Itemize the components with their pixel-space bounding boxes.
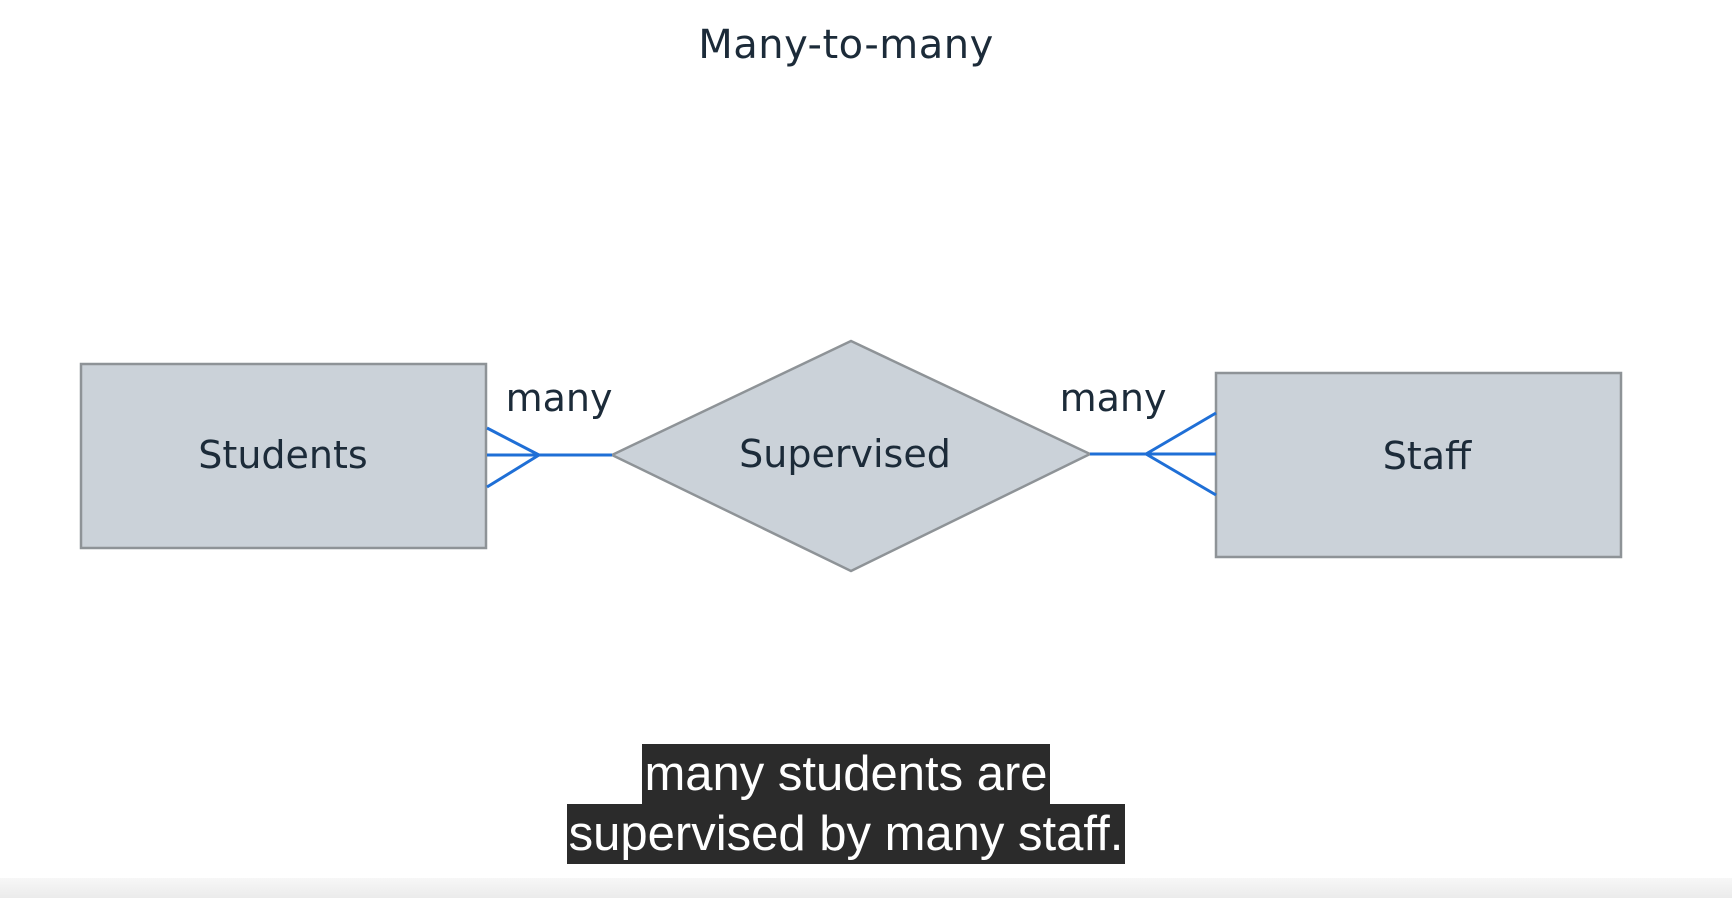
subtitle-line-1: many students are <box>642 744 1050 804</box>
entity-staff-label: Staff <box>1383 434 1472 478</box>
entity-staff: Staff <box>1214 371 1623 559</box>
cardinality-right-label: many <box>1060 376 1167 420</box>
connector-supervised-staff <box>1090 411 1217 497</box>
cardinality-left-label: many <box>506 376 613 420</box>
entity-students: Students <box>79 362 488 550</box>
subtitle-box: many students are supervised by many sta… <box>0 744 1692 864</box>
player-bottom-bar <box>0 878 1732 898</box>
crows-foot-icon-right <box>1145 411 1217 497</box>
crows-foot-icon-left <box>486 426 540 489</box>
relationship-supervised: Supervised <box>609 339 1093 573</box>
relationship-supervised-label: Supervised <box>739 432 951 476</box>
diagram-title: Many-to-many <box>698 22 994 68</box>
entity-students-label: Students <box>198 433 367 477</box>
subtitle-line-2: supervised by many staff. <box>566 804 1126 864</box>
connector-students-supervised <box>486 426 612 489</box>
